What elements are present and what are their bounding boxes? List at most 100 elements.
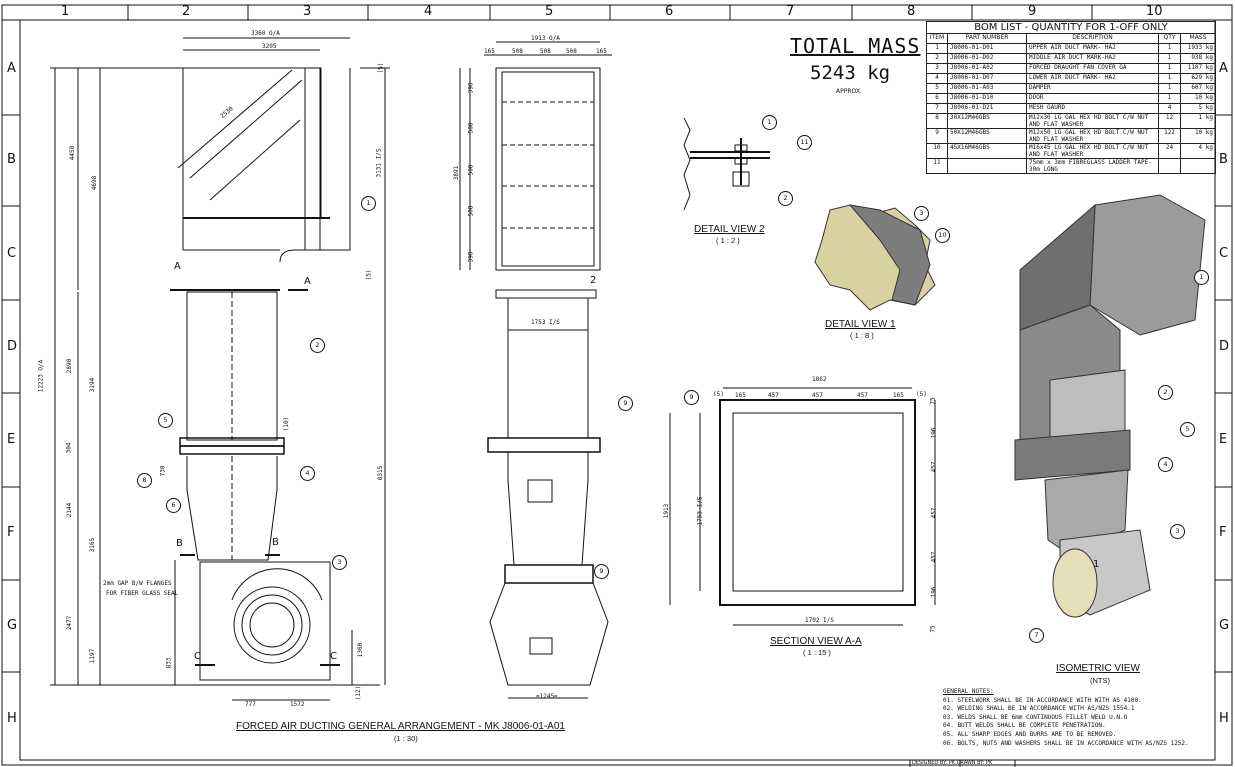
dim-1753-is-side: 1753 I/S <box>531 319 560 326</box>
zone-col-8: 8 <box>907 4 916 19</box>
balloon-2-main: 2 <box>310 338 325 353</box>
bom-cell-qty: 1 <box>1158 63 1181 74</box>
iso-title: ISOMETRIC VIEW <box>1056 663 1140 674</box>
bom-cell-qty: 1 <box>1158 73 1181 84</box>
dim-1360: 1360 <box>357 642 365 658</box>
zone-row-b: B <box>7 152 16 167</box>
dim-165-left: 165 <box>484 48 495 55</box>
balloon-6-main: 6 <box>166 498 181 513</box>
zone-row-h-right: H <box>1219 711 1229 726</box>
side-elevation-view <box>459 41 612 699</box>
dim-s-75-top: 75 <box>929 397 937 405</box>
dim-2144: 2144 <box>66 502 74 518</box>
balloon-9-section: 9 <box>684 390 699 405</box>
balloon-1-detail2: 1 <box>762 115 777 130</box>
note-item: 01. STEELWORK SHALL BE IN ACCORDANCE WIT… <box>943 696 1142 704</box>
bom-cell-mass: 4 kg <box>1180 143 1216 159</box>
zone-col-3: 3 <box>303 4 312 19</box>
bom-header-row: ITEM PART NUMBER DESCRIPTION QTY MASS <box>926 33 1216 44</box>
bom-header-part: PART NUMBER <box>947 33 1027 44</box>
section-aa-drawing <box>669 387 936 626</box>
bom-cell-desc: M16x45 LG GAL HEX HD BOLT C/W NUT AND FL… <box>1026 143 1159 159</box>
dim-3891: 3891 <box>453 165 461 181</box>
sheet-frame <box>1 4 1233 767</box>
dim-3194: 3194 <box>89 377 97 393</box>
bom-cell-part: J8006-01-D07 <box>947 73 1027 84</box>
bom-cell-desc: DAMPER <box>1026 83 1159 94</box>
bom-cell-desc: M12x50 LG GAL HEX HD BOLT C/W NUT AND FL… <box>1026 128 1159 144</box>
total-mass-heading: TOTAL MASS <box>790 34 921 58</box>
bom-cell-mass: 607 kg <box>1180 83 1216 94</box>
dim-508-h3: 508 <box>566 48 577 55</box>
zone-row-f-right: F <box>1219 525 1227 540</box>
detail-1-title: DETAIL VIEW 1 <box>825 319 896 330</box>
general-notes: GENERAL NOTES: 01. STEELWORK SHALL BE IN… <box>943 688 1189 748</box>
dim-2890: 2890 <box>66 358 74 374</box>
bom-cell-item: 7 <box>926 103 948 114</box>
bom-header-qty: QTY <box>1158 33 1181 44</box>
bom-cell-desc: M12x30 LG GAL HEX HD BOLT C/W NUT AND FL… <box>1026 113 1159 129</box>
section-marker-c-right: C <box>330 651 337 662</box>
dim-730: 730 <box>159 465 167 477</box>
bom-cell-part: 45X16M46GBS <box>947 143 1027 159</box>
zone-row-a-right: A <box>1219 61 1228 76</box>
bom-cell-desc: FORCED DRAUGHT FAN COVER GA <box>1026 63 1159 74</box>
balloon-1-iso: 1 <box>1194 270 1209 285</box>
dim-s-1702-is: 1702 I/S <box>805 617 834 624</box>
detail-2-scale: ( 1 : 2 ) <box>716 236 740 245</box>
balloon-2-detail2: 2 <box>778 191 793 206</box>
section-title: SECTION VIEW A-A <box>770 636 862 647</box>
zone-col-2: 2 <box>182 4 191 19</box>
bom-cell-desc: MESH GAURD <box>1026 103 1159 114</box>
bom-cell-item: 8 <box>926 113 948 129</box>
dim-3165: 3165 <box>89 537 97 553</box>
bom-cell-mass: 1 kg <box>1180 113 1216 129</box>
dim-s-1862: 1862 <box>812 376 827 383</box>
zone-col-9: 9 <box>1028 4 1037 19</box>
flange-note-line1: 2mm GAP B/W FLANGES <box>103 580 172 587</box>
balloon-8-main: 8 <box>137 473 152 488</box>
zone-col-10: 10 <box>1146 4 1163 19</box>
detail-2-title: DETAIL VIEW 2 <box>694 224 765 235</box>
bom-cell-mass: 1933 kg <box>1180 43 1216 54</box>
balloon-4-main: 4 <box>300 466 315 481</box>
bom-cell-qty: 24 <box>1158 143 1181 159</box>
bom-cell-mass: 10 kg <box>1180 128 1216 144</box>
main-elevation-view <box>50 37 390 701</box>
zone-col-1: 1 <box>61 4 70 19</box>
bom-cell-item: 6 <box>926 93 948 104</box>
dim-4698: 4698 <box>91 175 99 191</box>
dim-3360-oa: 3360 O/A <box>251 30 280 37</box>
zone-row-c: C <box>7 246 17 261</box>
bom-cell-part <box>947 158 1027 174</box>
section-marker-b-left: B <box>176 538 183 549</box>
bom-cell-desc: MIDDLE AIR DUCT MARK-HA2 <box>1026 53 1159 64</box>
dim-304: 304 <box>65 442 73 454</box>
bom-cell-part: J8006-01-A02 <box>947 63 1027 74</box>
bom-cell-desc: DOOR <box>1026 93 1159 104</box>
dim-777: 777 <box>245 701 256 708</box>
bom-cell-part: J8006-01-D21 <box>947 103 1027 114</box>
dim-12223-oa: 12223 O/A <box>37 359 45 393</box>
title-block-designer: DESIGNED BY: PK DRAWN BY: PK <box>912 760 993 766</box>
dim-s-457-v1: 457 <box>930 461 938 473</box>
dim-1572: 1572 <box>290 701 305 708</box>
bom-cell-desc: UPPER AIR DUCT MARK- HA2 <box>1026 43 1159 54</box>
dim-5-top: (5) <box>377 62 385 74</box>
section-scale: ( 1 : 15 ) <box>803 648 831 657</box>
bom-cell-qty: 1 <box>1158 43 1181 54</box>
zone-col-6: 6 <box>665 4 674 19</box>
balloon-5-main: 5 <box>158 413 173 428</box>
dim-165-right: 165 <box>596 48 607 55</box>
bom-cell-qty: 122 <box>1158 128 1181 144</box>
balloon-4-iso: 4 <box>1158 457 1173 472</box>
dim-10: (10) <box>283 416 291 432</box>
dim-390-bottom: 390 <box>467 251 475 263</box>
zone-row-a: A <box>7 61 16 76</box>
detail-view-2-drawing <box>683 117 770 211</box>
dim-390-top: 390 <box>467 82 475 94</box>
